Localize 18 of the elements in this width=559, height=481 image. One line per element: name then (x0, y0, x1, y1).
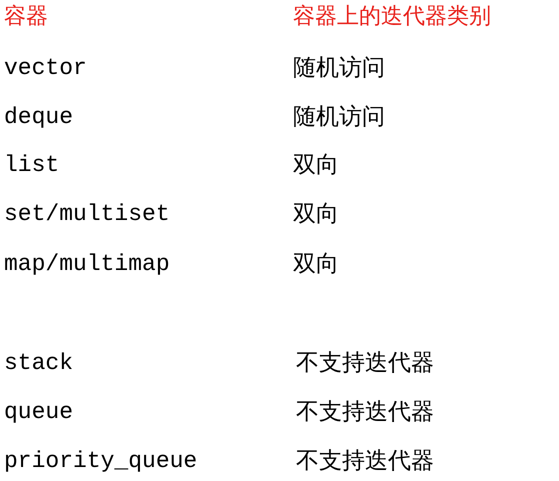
container-name: stack (4, 352, 74, 375)
container-name: priority_queue (4, 450, 198, 473)
container-name: set/multiset (4, 203, 170, 226)
container-name: vector (4, 57, 87, 80)
container-name: map/multimap (4, 253, 170, 276)
iterator-category: 随机访问 (293, 106, 385, 129)
iterator-category: 双向 (293, 154, 339, 177)
container-name: queue (4, 401, 74, 424)
iterator-category: 双向 (293, 253, 339, 276)
container-name: deque (4, 106, 74, 129)
iterator-category: 不支持迭代器 (296, 450, 434, 473)
column-heading: 容器 (4, 6, 48, 28)
iterator-category: 随机访问 (293, 57, 385, 80)
column-heading: 容器上的迭代器类别 (293, 6, 491, 28)
container-name: list (4, 154, 60, 177)
iterator-category: 不支持迭代器 (296, 352, 434, 375)
iterator-category: 不支持迭代器 (296, 401, 434, 424)
iterator-category: 双向 (293, 203, 339, 226)
